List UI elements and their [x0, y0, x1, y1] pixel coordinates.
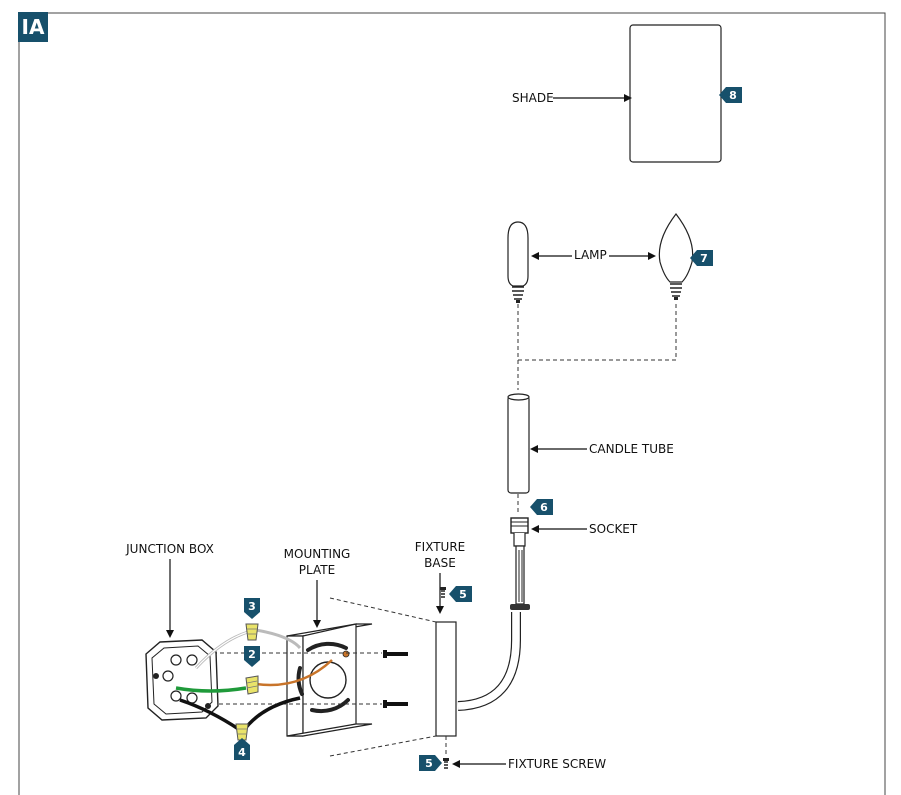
lamp-label: LAMP: [574, 248, 607, 262]
candle-tube-label: CANDLE TUBE: [589, 442, 674, 456]
fixture-arm: [457, 612, 521, 711]
diagram-frame: [18, 12, 886, 795]
fixture-screw-bottom: [443, 758, 449, 769]
section-badge-text: IA: [22, 15, 45, 39]
candle-tube-arrowhead: [530, 445, 538, 453]
ground-wire: [175, 686, 247, 693]
svg-text:6: 6: [540, 501, 548, 514]
lamp-arrowhead-right: [648, 252, 656, 260]
copper-ground-wire: [255, 659, 333, 687]
fixture-screw-label: FIXTURE SCREW: [508, 757, 606, 771]
fixture-screw-top: [440, 587, 446, 598]
step-tag-screw-bottom: 5: [419, 755, 442, 771]
mounting-bolt-top: [383, 650, 408, 658]
fixture-base-arrowhead: [436, 606, 444, 614]
fixture-base-label-line1: FIXTURE: [415, 540, 465, 554]
step-tag-screw-top: 5: [449, 586, 472, 602]
step-tag-wire-nut-mid: 2: [244, 646, 260, 667]
junction-box: [145, 639, 219, 721]
mounting-plate-arrowhead: [313, 620, 321, 628]
socket: [510, 517, 530, 610]
mounting-plate-label-line1: MOUNTING: [284, 547, 351, 561]
bolt-guide-dashes: [178, 652, 382, 705]
wire-nut-top: [245, 623, 259, 641]
lamp-candelabra: [658, 213, 694, 300]
mounting-plate-label-line2: PLATE: [299, 563, 335, 577]
fixture-screw-arrowhead: [452, 760, 460, 768]
step-tag-wire-nut-top: 3: [244, 598, 260, 619]
plate-to-base-dashes: [329, 597, 437, 757]
mounting-bolt-bottom: [383, 700, 408, 708]
svg-text:5: 5: [425, 757, 433, 770]
junction-box-label: JUNCTION BOX: [125, 542, 214, 556]
shade: [629, 24, 722, 163]
fixture-base-label-line2: BASE: [424, 556, 456, 570]
white-wire-fixture: [255, 628, 302, 650]
junction-box-arrowhead: [166, 630, 174, 638]
svg-text:7: 7: [700, 252, 708, 265]
socket-arrowhead: [531, 525, 539, 533]
shade-arrowhead: [624, 94, 632, 102]
step-tag-shade: 8: [719, 87, 742, 103]
step-tag-lamp: 7: [690, 250, 713, 266]
candle-tube: [507, 395, 530, 494]
svg-text:2: 2: [248, 648, 256, 661]
fixture-base: [435, 621, 457, 737]
wire-nut-mid: [245, 675, 259, 695]
black-wire-box: [179, 698, 241, 732]
svg-text:8: 8: [729, 89, 737, 102]
socket-label: SOCKET: [589, 522, 638, 536]
section-badge: IA: [18, 12, 48, 42]
step-tag-socket: 6: [530, 499, 553, 515]
wire-nut-bottom: [235, 723, 249, 741]
mounting-plate: [286, 623, 373, 737]
svg-text:4: 4: [238, 746, 246, 759]
lamp-arrowhead-left: [531, 252, 539, 260]
candle-tube-rim: [507, 393, 530, 401]
step-tag-wire-nut-bottom: 4: [234, 738, 250, 760]
lamp-guide-dashes: [517, 301, 677, 390]
svg-text:5: 5: [459, 588, 467, 601]
svg-text:3: 3: [248, 600, 256, 613]
lamp-tubular: [507, 221, 529, 303]
shade-label: SHADE: [512, 91, 554, 105]
